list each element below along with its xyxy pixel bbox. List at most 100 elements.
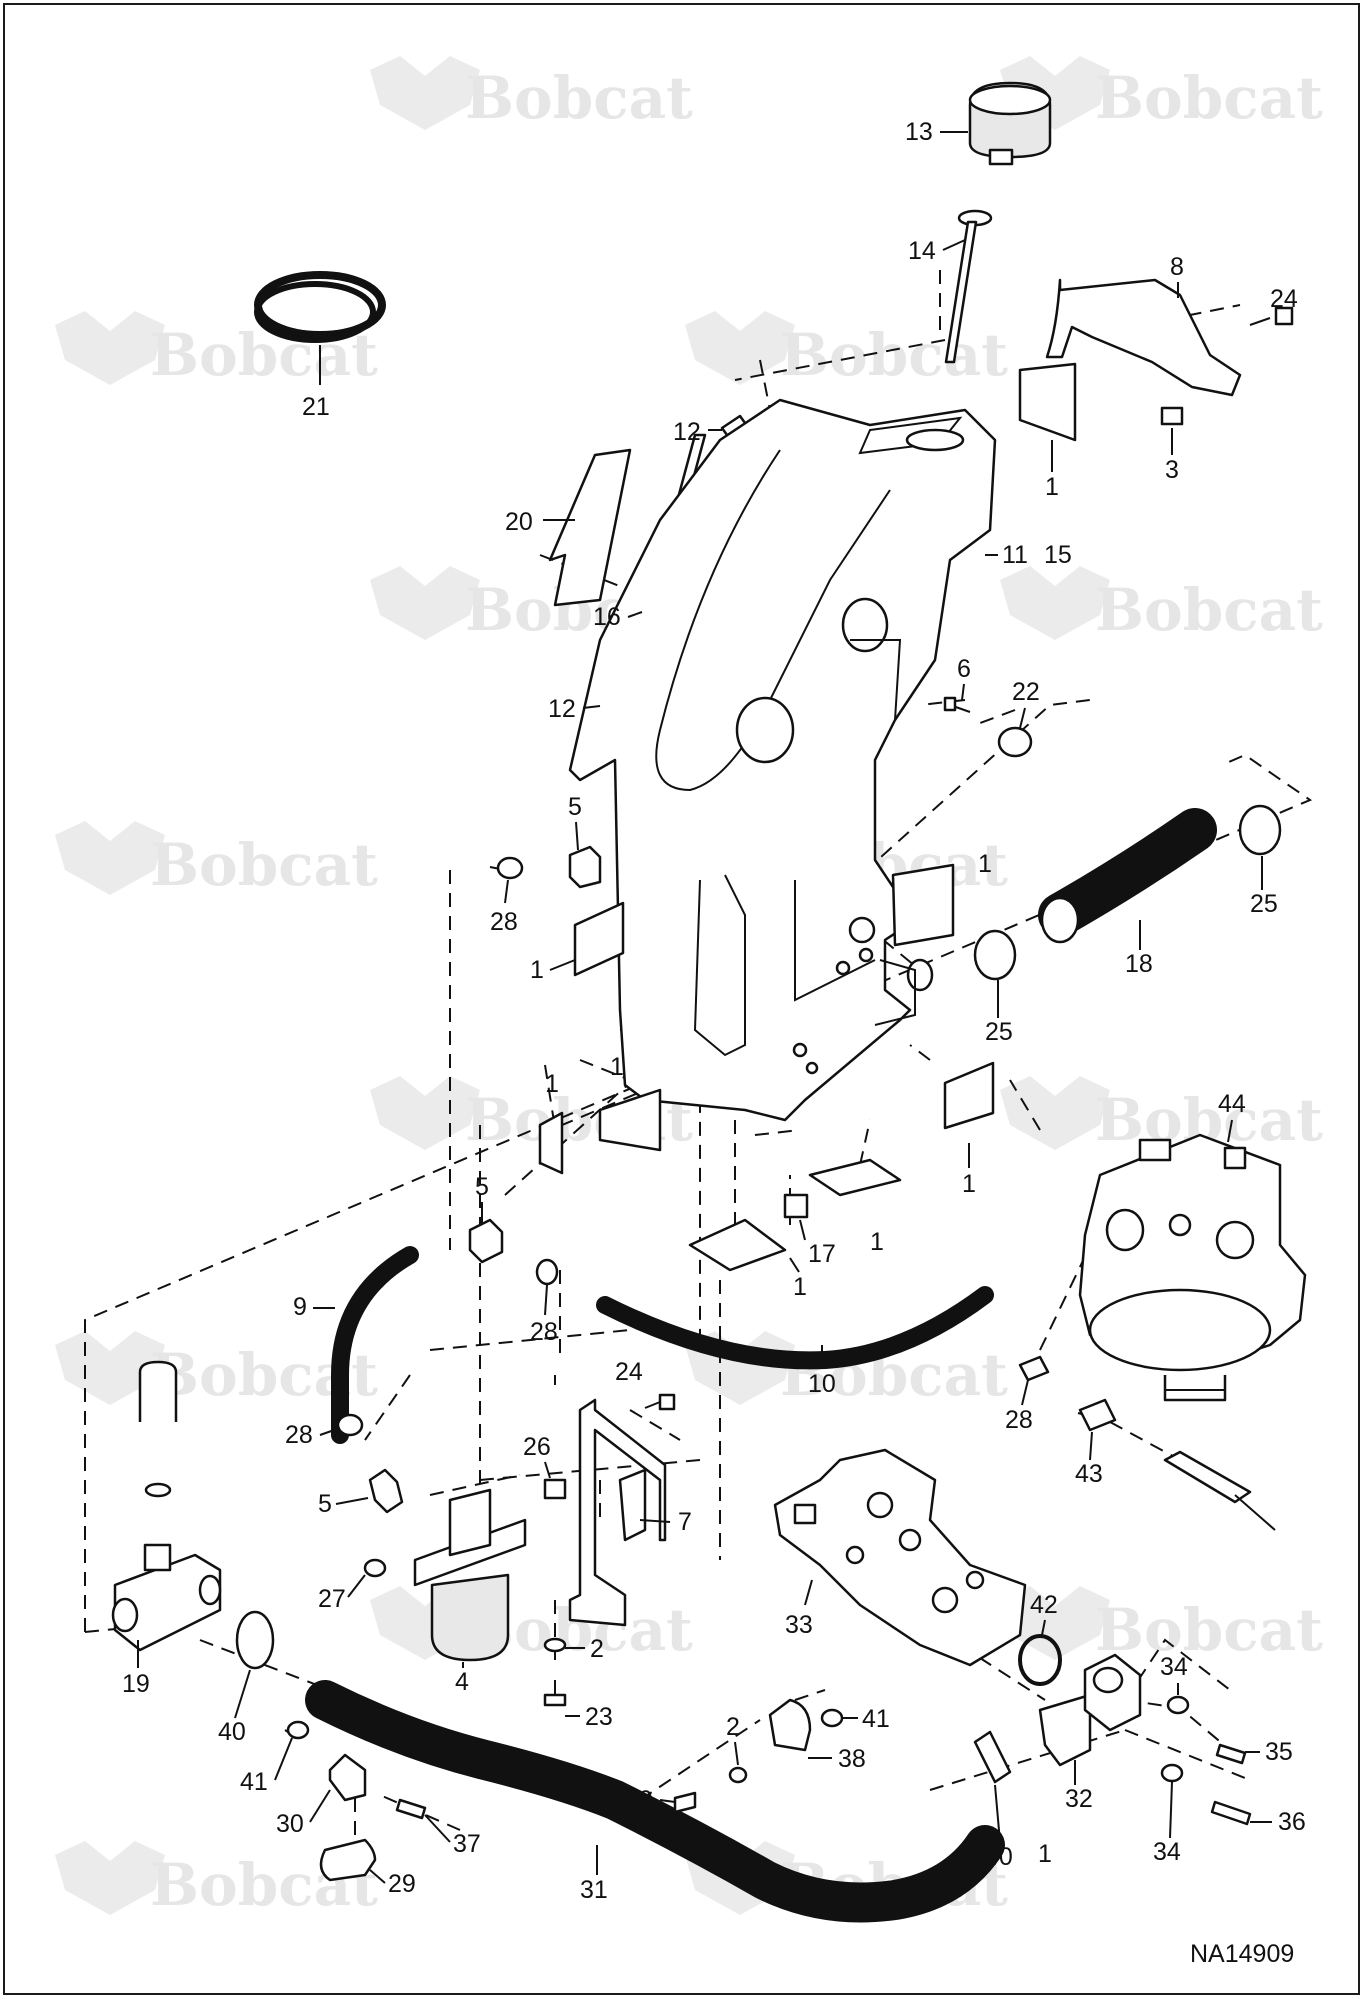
clamp-28 bbox=[496, 856, 524, 880]
callout-38: 38 bbox=[838, 1745, 866, 1773]
callout-35: 35 bbox=[1265, 1738, 1293, 1766]
bolt-23 bbox=[543, 1680, 567, 1707]
callout-24: 24 bbox=[1270, 285, 1298, 313]
callout-44: 44 bbox=[1218, 1090, 1246, 1118]
bolt-36 bbox=[1210, 1800, 1252, 1826]
filter-4 bbox=[413, 1488, 527, 1662]
o-ring-42 bbox=[1018, 1634, 1062, 1686]
washer-2 bbox=[543, 1637, 567, 1653]
callout-10: 10 bbox=[808, 1370, 836, 1398]
callout-7: 7 bbox=[678, 1508, 692, 1536]
watermark-text: Bobcat bbox=[1095, 576, 1323, 644]
gasket-1 bbox=[943, 1061, 995, 1130]
hose-18 bbox=[1038, 808, 1217, 944]
callout-31: 31 bbox=[580, 1876, 608, 1904]
callout-29: 29 bbox=[388, 1870, 416, 1898]
hose-coil-21 bbox=[254, 271, 386, 385]
nut-41 bbox=[286, 1720, 310, 1740]
washer-34 bbox=[1166, 1695, 1190, 1715]
callout-41: 41 bbox=[862, 1705, 890, 1733]
fitting-5 bbox=[368, 1468, 404, 1514]
watermark-logo: Bobcat bbox=[685, 311, 1008, 389]
washer-34 bbox=[1160, 1763, 1184, 1783]
gasket-1 bbox=[538, 1111, 564, 1175]
bolt-39 bbox=[673, 1791, 697, 1814]
callout-2: 2 bbox=[726, 1713, 740, 1741]
pump-33 bbox=[773, 1448, 1027, 1667]
gasket-1 bbox=[891, 863, 955, 947]
callout-30: 30 bbox=[276, 1810, 304, 1838]
callout-6: 6 bbox=[957, 655, 971, 683]
callout-43: 43 bbox=[1075, 1460, 1103, 1488]
bolt-37 bbox=[395, 1798, 427, 1820]
callout-1: 1 bbox=[962, 1170, 976, 1198]
callout-12: 12 bbox=[673, 418, 701, 446]
nut-3 bbox=[1160, 406, 1184, 426]
callout-18: 18 bbox=[1125, 950, 1153, 978]
watermark-logo: Bobcat bbox=[55, 311, 378, 389]
callout-28: 28 bbox=[285, 1421, 313, 1449]
callout-21: 21 bbox=[302, 393, 330, 421]
callout-39: 39 bbox=[625, 1786, 653, 1814]
callout-19: 19 bbox=[122, 1670, 150, 1698]
callout-34: 34 bbox=[1153, 1838, 1181, 1866]
callout-17: 17 bbox=[808, 1240, 836, 1268]
callout-33: 33 bbox=[785, 1611, 813, 1639]
watermark-text: Bobcat bbox=[780, 321, 1008, 389]
watermark-text: Bobcat bbox=[465, 64, 693, 132]
bracket-8 bbox=[1045, 278, 1242, 397]
gasket-1 bbox=[808, 1158, 902, 1197]
callout-5: 5 bbox=[568, 793, 582, 821]
watermark-text: Bobcat bbox=[1095, 64, 1323, 132]
watermark-logo: Bobcat bbox=[370, 1586, 693, 1664]
callout-5: 5 bbox=[475, 1173, 489, 1201]
tee-19 bbox=[111, 1360, 222, 1652]
nut-27 bbox=[363, 1558, 387, 1578]
clamp-28 bbox=[1018, 1355, 1050, 1382]
gasket-1 bbox=[688, 1218, 787, 1272]
callout-labels: 13 14 8 24 21 1 3 12 20 11 15 16 6 22 12… bbox=[122, 118, 1306, 1904]
hose-10 bbox=[596, 1286, 994, 1370]
callout-37: 37 bbox=[453, 1830, 481, 1858]
callout-16: 16 bbox=[593, 603, 621, 631]
callout-8: 8 bbox=[1170, 253, 1184, 281]
elbow-32 bbox=[1038, 1653, 1142, 1767]
callout-1: 1 bbox=[530, 956, 544, 984]
callout-1: 1 bbox=[545, 1070, 559, 1098]
tee-43 bbox=[1078, 1398, 1276, 1531]
clamp-29 bbox=[319, 1838, 377, 1882]
clamp-38 bbox=[768, 1698, 812, 1752]
callout-23: 23 bbox=[585, 1703, 613, 1731]
watermark-logo: Bobcat bbox=[1000, 56, 1323, 132]
callout-1: 1 bbox=[1045, 473, 1059, 501]
callout-24: 24 bbox=[615, 1358, 643, 1386]
drain-plug-17 bbox=[783, 1193, 809, 1219]
callout-1: 1 bbox=[870, 1228, 884, 1256]
watermark-logo: Bobcat bbox=[55, 1841, 378, 1919]
bolt-24 bbox=[1249, 306, 1294, 326]
hydraulic-tank-11 bbox=[568, 398, 997, 1122]
callout-14: 14 bbox=[908, 237, 936, 265]
callout-25: 25 bbox=[1250, 890, 1278, 918]
callout-32: 32 bbox=[1065, 1785, 1093, 1813]
hose-31 bbox=[305, 1680, 1005, 1923]
callout-1: 1 bbox=[1038, 1840, 1052, 1868]
watermark-logo: Bobcat bbox=[55, 821, 378, 899]
bolt-35 bbox=[1215, 1743, 1247, 1765]
fitting-5 bbox=[468, 1218, 504, 1264]
callout-20: 20 bbox=[505, 508, 533, 536]
callout-12: 12 bbox=[548, 695, 576, 723]
drive-motor-44 bbox=[1078, 1133, 1307, 1402]
callout-13: 13 bbox=[905, 118, 933, 146]
washer-2 bbox=[728, 1766, 748, 1784]
callout-34: 34 bbox=[1160, 1653, 1188, 1681]
bolt-24 bbox=[644, 1393, 676, 1411]
drawing-number: NA14909 bbox=[1190, 1940, 1294, 1968]
fill-cap-13 bbox=[968, 81, 1052, 166]
callout-42: 42 bbox=[1030, 1591, 1058, 1619]
callout-3: 3 bbox=[1165, 456, 1179, 484]
strainer-14 bbox=[944, 209, 993, 364]
clamp-28 bbox=[535, 1258, 559, 1286]
watermark-logo: Bobcat bbox=[55, 1331, 378, 1409]
callout-2: 2 bbox=[590, 1635, 604, 1663]
